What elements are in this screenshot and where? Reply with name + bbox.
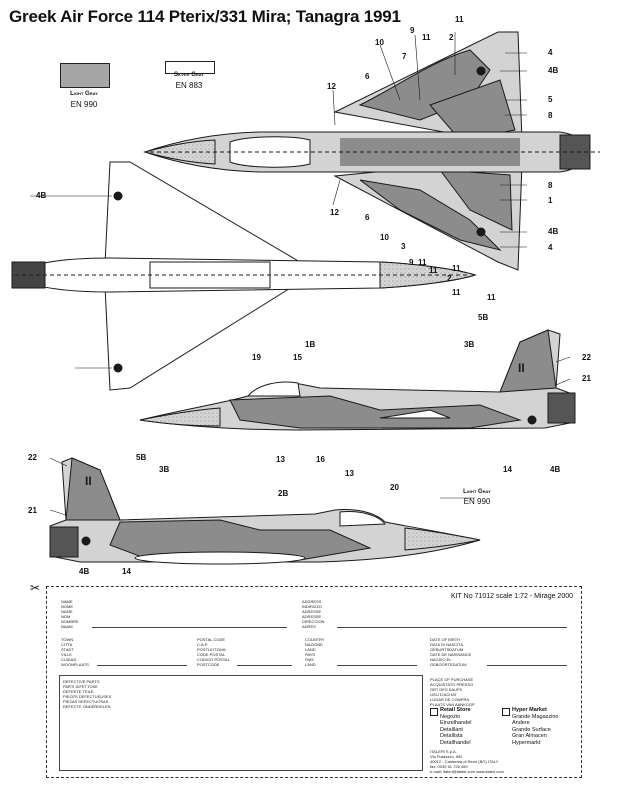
callout-9: 9 [409, 258, 414, 267]
side-view-right: II [139, 329, 576, 431]
callout-1: 1 [548, 196, 553, 205]
callout-12: 12 [327, 82, 336, 91]
callout-14: 14 [122, 567, 131, 576]
callout-6: 6 [365, 72, 370, 81]
svg-text:II: II [518, 361, 525, 375]
callout-21: 21 [582, 374, 591, 383]
light-gray-swatch [60, 63, 110, 88]
name-input[interactable] [92, 627, 287, 628]
callout-8: 8 [548, 181, 553, 190]
callout-4b: 4B [548, 66, 559, 75]
retail-store-checkbox[interactable] [430, 708, 438, 716]
birth-date-input[interactable] [487, 665, 567, 666]
callout-10: 10 [380, 233, 389, 242]
svg-text:II: II [85, 474, 92, 488]
callout-12: 12 [330, 208, 339, 217]
callout-2: 2 [447, 274, 452, 283]
callout-20: 20 [390, 483, 399, 492]
callout-21: 21 [28, 506, 37, 515]
callout-4b-bottom: 4B [36, 191, 47, 200]
silver-gray-code: EN 883 [175, 81, 203, 90]
callout-3b: 3B [159, 465, 170, 474]
callout-11: 11 [452, 264, 461, 273]
side-light-gray-code: EN 990 [463, 497, 491, 506]
silver-gray-label: Silver Gray [174, 72, 204, 78]
callout-14: 14 [503, 465, 512, 474]
callout-22: 22 [582, 353, 591, 362]
callout-13: 13 [345, 469, 354, 478]
callout-4: 4 [548, 243, 553, 252]
callout-3b: 3B [464, 340, 475, 349]
callout-2: 2 [449, 33, 454, 42]
callout-11: 11 [418, 258, 427, 267]
callout-1b: 1B [305, 340, 316, 349]
callout-2b: 2B [278, 489, 289, 498]
callout-22: 22 [28, 453, 37, 462]
callout-10: 10 [375, 38, 384, 47]
callout-7: 7 [402, 52, 407, 61]
spare-parts-coupon: KIT No 71012 scale 1:72 - Mirage 2000 NA… [46, 586, 582, 778]
callout-8: 8 [548, 111, 553, 120]
callout-19: 19 [252, 353, 261, 362]
country-input[interactable] [337, 665, 417, 666]
callout-4b: 4B [79, 567, 90, 576]
callout-16: 16 [316, 455, 325, 464]
callout-11: 11 [487, 293, 496, 302]
callout-11: 11 [455, 15, 464, 24]
kit-number: KIT No 71012 scale 1:72 - Mirage 2000 [450, 593, 573, 600]
callout-4b: 4B [548, 227, 559, 236]
callout-5b: 5B [136, 453, 147, 462]
callout-5: 5 [548, 95, 553, 104]
callout-11: 11 [422, 33, 431, 42]
bottom-view [11, 161, 477, 391]
postal-code-input[interactable] [237, 665, 292, 666]
side-view-left: II [49, 457, 481, 565]
callout-11: 11 [452, 288, 461, 297]
light-gray-label: Light Gray [70, 91, 98, 97]
mirage-2000-four-view-drawing: II II [11, 31, 600, 565]
town-input[interactable] [97, 665, 187, 666]
silver-gray-swatch [165, 61, 215, 74]
scissors-icon: ✂ [30, 581, 41, 595]
light-gray-code: EN 990 [70, 100, 98, 109]
callout-4: 4 [548, 48, 553, 57]
callout-3: 3 [401, 242, 406, 251]
callout-6: 6 [365, 213, 370, 222]
hyper-market-checkbox[interactable] [502, 708, 510, 716]
callout-4b: 4B [550, 465, 561, 474]
callout-5b: 5B [478, 313, 489, 322]
side-light-gray-label: Light Gray [463, 489, 491, 495]
callout-11: 11 [429, 266, 438, 275]
callout-9: 9 [410, 26, 415, 35]
address-input[interactable] [337, 627, 567, 628]
top-view [143, 31, 600, 271]
callout-15: 15 [293, 353, 302, 362]
callout-13: 13 [276, 455, 285, 464]
page-title: Greek Air Force 114 Pterix/331 Mira; Tan… [9, 7, 401, 26]
